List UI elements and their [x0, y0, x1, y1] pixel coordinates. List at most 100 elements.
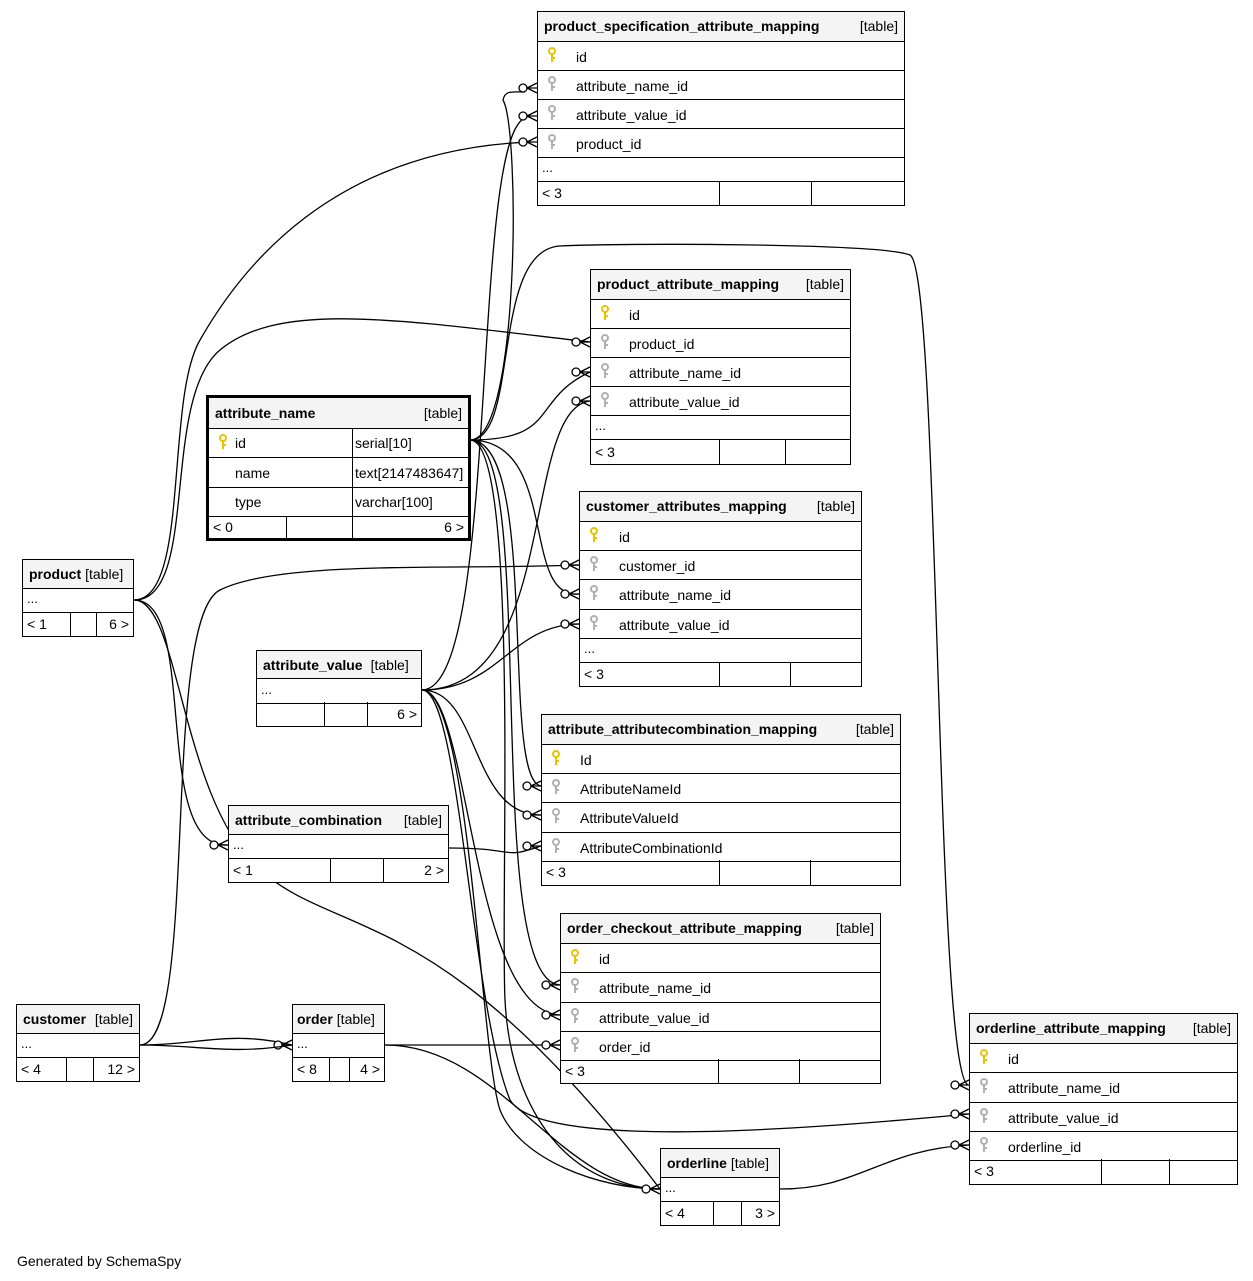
ellipsis: ...	[261, 682, 272, 697]
relationship-line	[469, 243, 969, 1086]
table-orderline[interactable]: orderline [table] ... < 4 3 >	[660, 1148, 780, 1226]
column-name: name	[235, 465, 271, 481]
table-footer: < 3	[591, 440, 850, 464]
footer-left: < 3	[542, 185, 562, 201]
table-header: attribute_combination [table]	[229, 806, 448, 835]
table-header: attribute_name [table]	[209, 398, 468, 429]
column-name: attribute_value_id	[1008, 1110, 1119, 1126]
column-row[interactable]: orderline_id	[970, 1132, 1237, 1161]
column-row[interactable]: attribute_name_id	[561, 973, 880, 1003]
table-product-attribute-mapping[interactable]: product_attribute_mapping [table] id pro…	[590, 269, 851, 465]
column-name: id	[576, 49, 587, 65]
many-optional-marker	[560, 588, 580, 600]
column-name: product_id	[629, 336, 695, 352]
column-name: AttributeValueId	[580, 810, 679, 826]
table-footer: < 1 6 >	[23, 612, 133, 636]
column-name: attribute_value_id	[599, 1010, 710, 1026]
column-row[interactable]: Id	[542, 745, 900, 774]
foreign-key-icon	[980, 1078, 988, 1097]
table-tag: [table]	[859, 18, 898, 34]
table-customer[interactable]: customer [table] ... < 4 12 >	[16, 1004, 140, 1082]
more-columns-row: ...	[661, 1178, 779, 1202]
table-attribute-value[interactable]: attribute_value [table] ... 6 >	[256, 650, 422, 727]
table-attribute-combination[interactable]: attribute_combination [table] ... < 1 2 …	[228, 805, 449, 883]
table-tag: [table]	[835, 920, 874, 936]
column-row[interactable]: product_id	[538, 129, 904, 158]
table-name: attribute_attributecombination_mapping	[548, 721, 818, 737]
column-name: id	[235, 435, 246, 451]
column-row[interactable]: attribute_name_id	[580, 580, 861, 610]
footer-right: 6 >	[444, 519, 464, 535]
column-row[interactable]: AttributeValueId	[542, 803, 900, 833]
ellipsis: ...	[595, 418, 606, 433]
footer-left: < 1	[233, 862, 253, 878]
table-footer: < 4 3 >	[661, 1201, 779, 1225]
table-order[interactable]: order [table] ... < 8 4 >	[292, 1004, 385, 1082]
table-product-specification-attribute-mapping[interactable]: product_specification_attribute_mapping …	[537, 11, 905, 206]
primary-key-icon	[590, 527, 598, 546]
table-footer: < 8 4 >	[293, 1057, 384, 1081]
relationship-line	[779, 1144, 970, 1190]
table-header: attribute_value [table]	[257, 651, 421, 679]
column-row[interactable]: attribute_name_id	[970, 1073, 1237, 1103]
relationship-line	[421, 117, 526, 691]
table-footer: < 3	[580, 662, 861, 686]
footer-left: < 0	[213, 519, 233, 535]
table-attribute-attributecombination-mapping[interactable]: attribute_attributecombination_mapping […	[541, 714, 901, 886]
foreign-key-icon	[601, 392, 609, 411]
footer-left: < 3	[565, 1063, 585, 1079]
table-name: product_attribute_mapping	[597, 276, 780, 292]
table-attribute-name[interactable]: attribute_name [table] id serial[10] name…	[206, 395, 471, 541]
column-row[interactable]: id	[591, 300, 850, 329]
column-row[interactable]: AttributeCombinationId	[542, 833, 900, 862]
column-name: type	[235, 494, 262, 510]
column-name: attribute_value_id	[576, 107, 687, 123]
column-row[interactable]: order_id	[561, 1032, 880, 1061]
many-optional-marker	[571, 366, 591, 378]
many-optional-marker	[950, 1139, 970, 1151]
column-row[interactable]: id serial[10]	[209, 429, 468, 458]
table-orderline-attribute-mapping[interactable]: orderline_attribute_mapping [table] id a…	[969, 1013, 1238, 1185]
column-row[interactable]: customer_id	[580, 551, 861, 580]
table-name: product_specification_attribute_mapping	[544, 18, 820, 34]
relationship-line	[421, 689, 561, 1016]
foreign-key-icon	[571, 978, 579, 997]
column-row[interactable]: attribute_value_id	[591, 387, 850, 416]
foreign-key-icon	[590, 556, 598, 575]
many-optional-marker	[560, 618, 580, 630]
column-type: serial[10]	[355, 435, 412, 451]
table-header: customer [table]	[17, 1005, 139, 1034]
column-row[interactable]: id	[970, 1044, 1237, 1073]
column-row[interactable]: attribute_value_id	[970, 1103, 1237, 1132]
relationship-line	[469, 439, 542, 787]
table-name: product	[29, 566, 82, 582]
column-name: attribute_name_id	[619, 587, 732, 603]
column-row[interactable]: AttributeNameId	[542, 774, 900, 803]
relationship-line	[469, 439, 580, 595]
ellipsis: ...	[233, 837, 244, 852]
table-customer-attributes-mapping[interactable]: customer_attributes_mapping [table] id c…	[579, 491, 862, 687]
column-row[interactable]: product_id	[591, 329, 850, 358]
column-row[interactable]: attribute_name_id	[538, 71, 904, 100]
relationship-line	[469, 439, 661, 1190]
column-name: attribute_name_id	[576, 78, 689, 94]
foreign-key-icon	[601, 363, 609, 382]
table-tag: [table]	[336, 1011, 375, 1027]
many-optional-marker	[518, 110, 538, 122]
many-optional-marker	[641, 1183, 661, 1195]
primary-key-icon	[601, 305, 609, 324]
column-row[interactable]: attribute_value_id	[580, 610, 861, 639]
column-row[interactable]: attribute_value_id	[561, 1003, 880, 1032]
column-row[interactable]: attribute_value_id	[538, 100, 904, 129]
table-header: product [table]	[23, 560, 133, 589]
column-row[interactable]: id	[561, 944, 880, 973]
column-row[interactable]: id	[538, 42, 904, 71]
column-row[interactable]: attribute_name_id	[591, 358, 850, 387]
table-product[interactable]: product [table] ... < 1 6 >	[22, 559, 134, 637]
relationship-line	[139, 564, 580, 1046]
table-order-checkout-attribute-mapping[interactable]: order_checkout_attribute_mapping [table]…	[560, 913, 881, 1084]
column-row[interactable]: id	[580, 522, 861, 551]
